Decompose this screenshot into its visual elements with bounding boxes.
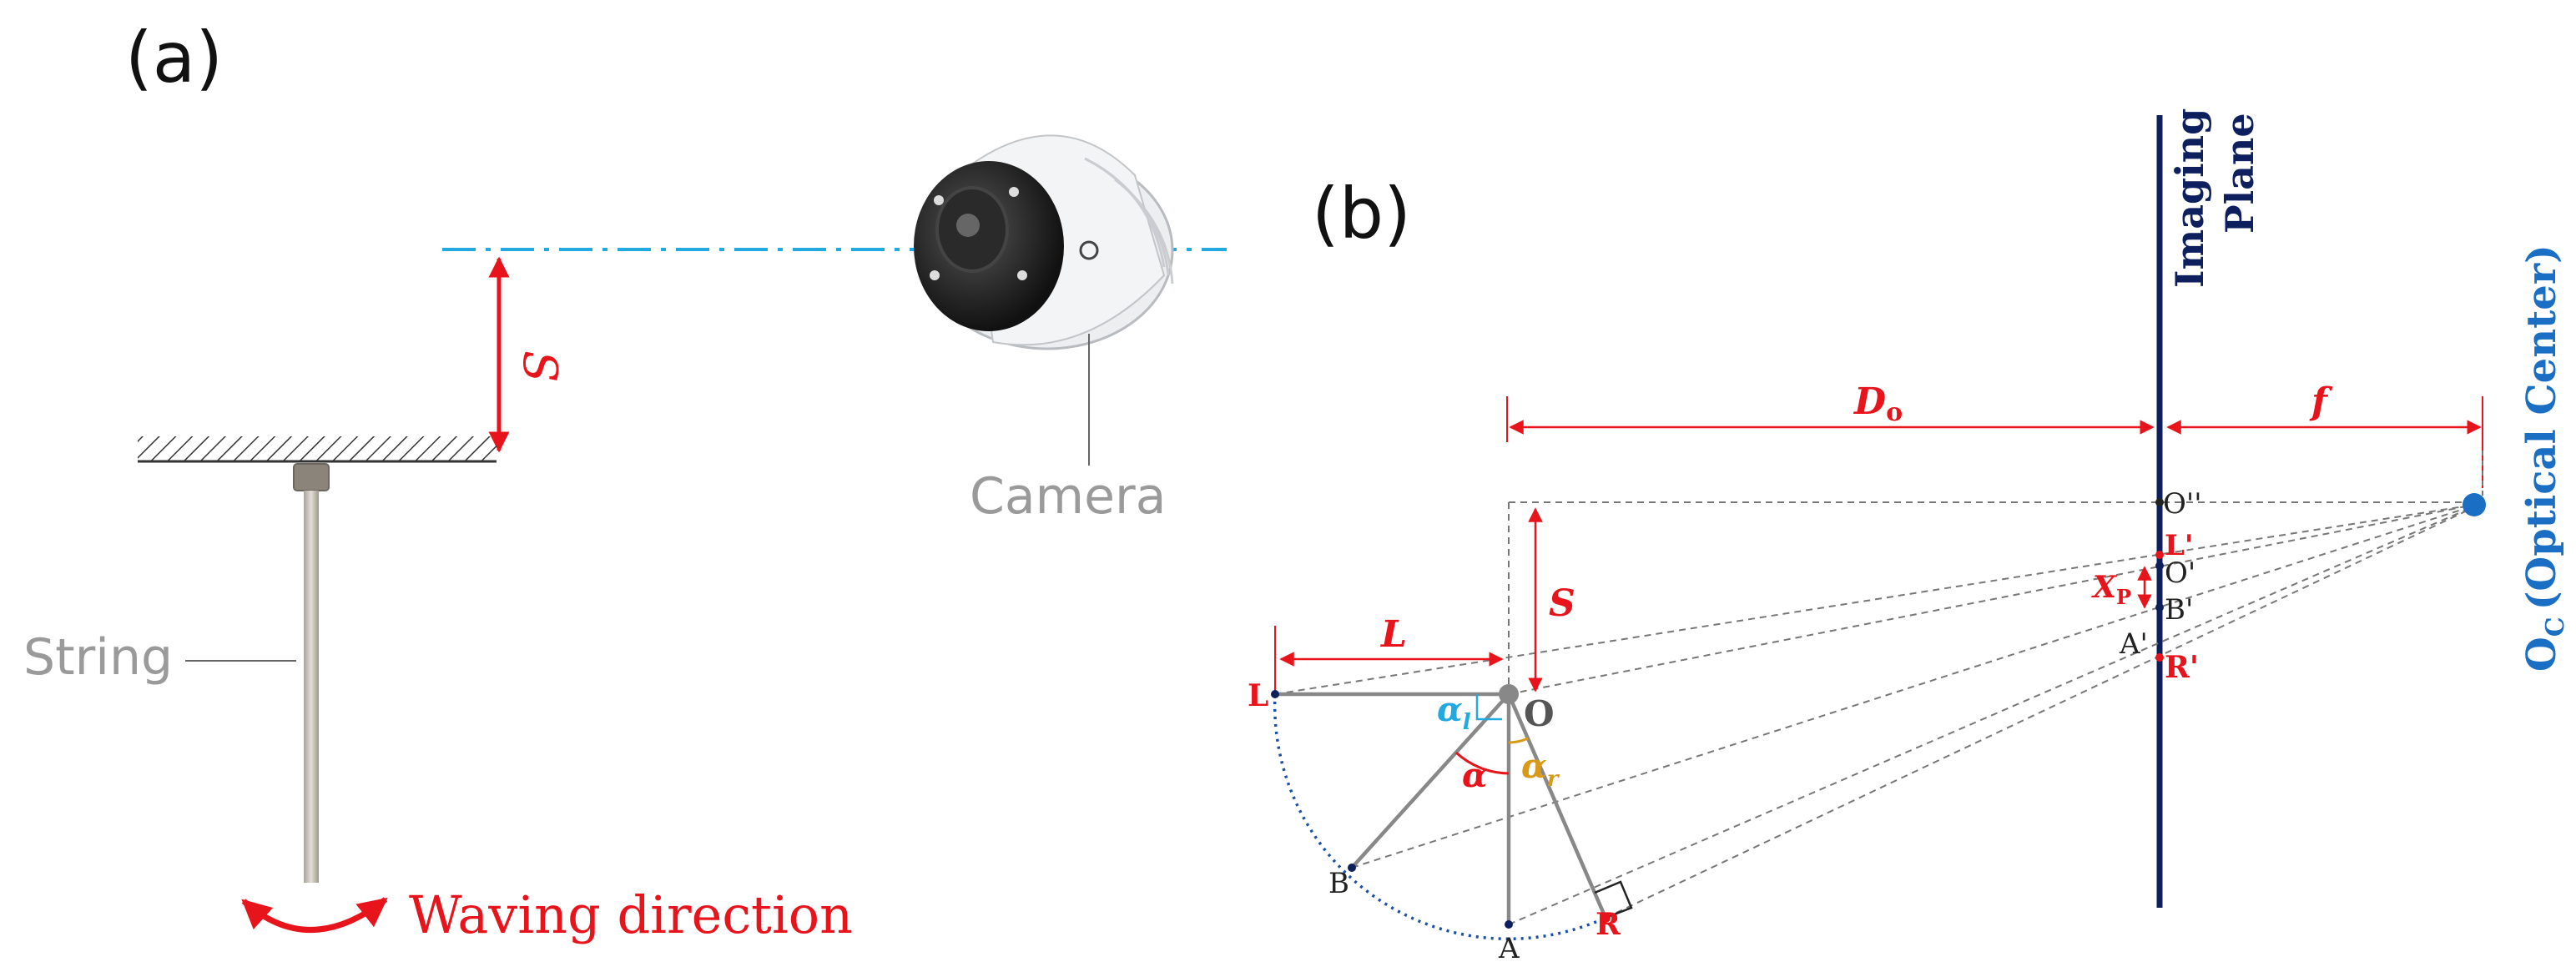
panel-b-label: (b): [1312, 173, 1411, 254]
panel-a-label: (a): [125, 17, 223, 98]
swing-arc: [1273, 693, 1606, 941]
do-label: Do: [1853, 380, 1903, 427]
panel-b: (b) Imaging Plane OC(Optical Center) Do …: [1248, 108, 2570, 965]
alpha-label: α: [1462, 756, 1488, 795]
r-prime-dot: [2155, 653, 2164, 662]
point-a-dot: [1505, 920, 1513, 929]
point-l-dot: [1271, 690, 1279, 698]
alpha-l-mark: [1475, 694, 1502, 721]
o-prime-dot: [2155, 562, 2164, 570]
point-r-dot: [1601, 913, 1611, 923]
alpha-r-arc: [1508, 737, 1529, 744]
string-positions: [1275, 692, 1608, 924]
imaging-plane-label-line2: Plane: [2217, 113, 2262, 234]
point-l-label: L: [1248, 678, 1268, 713]
waving-label: Waving direction: [409, 884, 853, 945]
o-double-prime-dot: [2155, 498, 2164, 506]
optical-center-dot: [2463, 493, 2486, 516]
ceiling-hatch: [138, 436, 497, 461]
alpha-l-label: αl: [1437, 690, 1471, 735]
l-prime-dot: [2155, 551, 2164, 559]
b-prime-label: B': [2165, 593, 2193, 627]
point-b-dot: [1348, 864, 1356, 872]
r-prime-label: R': [2165, 650, 2199, 685]
panel-a: (a) S String Waving direction: [23, 17, 1227, 945]
xp-label: XP: [2091, 570, 2131, 609]
b-prime-dot: [2155, 603, 2164, 612]
pivot-point-o: [1499, 684, 1519, 704]
right-angle-mark: [1594, 880, 1633, 919]
a-prime-label: A': [2119, 627, 2148, 661]
string: [304, 491, 319, 883]
alpha-arc: [1454, 751, 1510, 775]
string-clamp: [293, 463, 330, 491]
imaging-plane-label-line1: Imaging: [2167, 108, 2212, 288]
distance-label: S: [512, 350, 567, 382]
alpha-r-label: αr: [1521, 747, 1560, 792]
point-a-label: A: [1498, 932, 1520, 965]
l-label: L: [1379, 613, 1407, 656]
camera-label: Camera: [970, 467, 1166, 526]
point-r-label: R: [1596, 907, 1621, 942]
camera-icon: [914, 134, 1174, 350]
point-b-label: B: [1328, 867, 1349, 900]
f-label: f: [2309, 380, 2333, 423]
point-o-label: O: [1524, 693, 1555, 734]
o-double-prime-label: O'': [2163, 487, 2202, 521]
string-label: String: [23, 628, 173, 687]
s-label: S: [1549, 582, 1575, 625]
l-prime-label: L': [2165, 529, 2193, 562]
o-prime-label: O': [2165, 556, 2195, 590]
optical-center-label: OC(Optical Center): [2518, 244, 2570, 672]
waving-arrow: [241, 897, 388, 933]
